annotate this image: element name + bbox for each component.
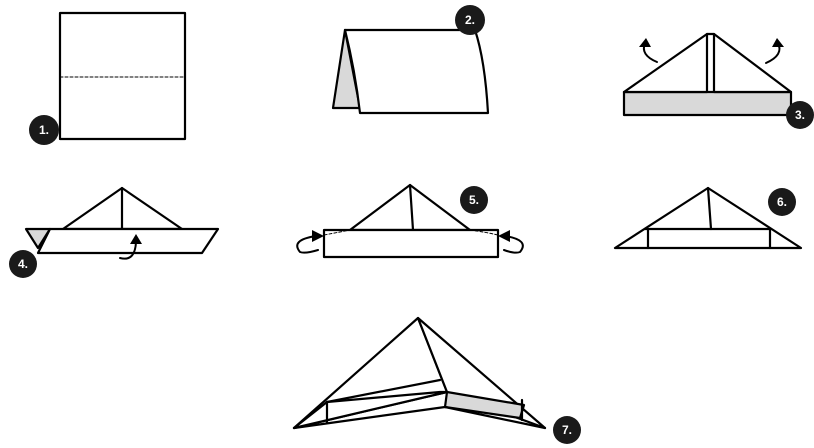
step-badge-6: 6. [768, 188, 796, 216]
step-6: 6. [615, 188, 801, 248]
folded-sheet [345, 30, 488, 113]
brim-band [38, 229, 218, 253]
step-badge-1: 1. [29, 115, 59, 145]
step-2: 2. [333, 5, 488, 113]
step-1: 1. [29, 13, 185, 145]
brim-band [324, 230, 498, 257]
step-label-7: 7. [562, 423, 572, 437]
arrowhead-right [498, 230, 510, 242]
step-badge-7: 7. [553, 416, 581, 444]
step-label-5: 5. [469, 193, 479, 207]
brim-strip [624, 92, 791, 115]
step-label-2: 2. [465, 13, 475, 27]
step-label-1: 1. [39, 123, 49, 137]
left-triangle-flap [624, 34, 707, 92]
step-badge-3: 3. [786, 101, 814, 129]
step-4: 4. [9, 188, 218, 278]
step-badge-2: 2. [455, 5, 485, 35]
step-label-4: 4. [18, 257, 28, 271]
arrowhead-left [639, 38, 651, 47]
paper-sheet [60, 13, 185, 139]
arrowhead-left [312, 230, 324, 242]
step-label-3: 3. [795, 108, 805, 122]
step-badge-4: 4. [9, 250, 37, 278]
arrowhead-right [772, 38, 784, 47]
step-5: 5. [297, 185, 523, 257]
step-badge-5: 5. [460, 186, 488, 214]
step-7: 7. [294, 318, 581, 444]
step-label-6: 6. [777, 195, 787, 209]
step-3: 3. [624, 34, 814, 129]
